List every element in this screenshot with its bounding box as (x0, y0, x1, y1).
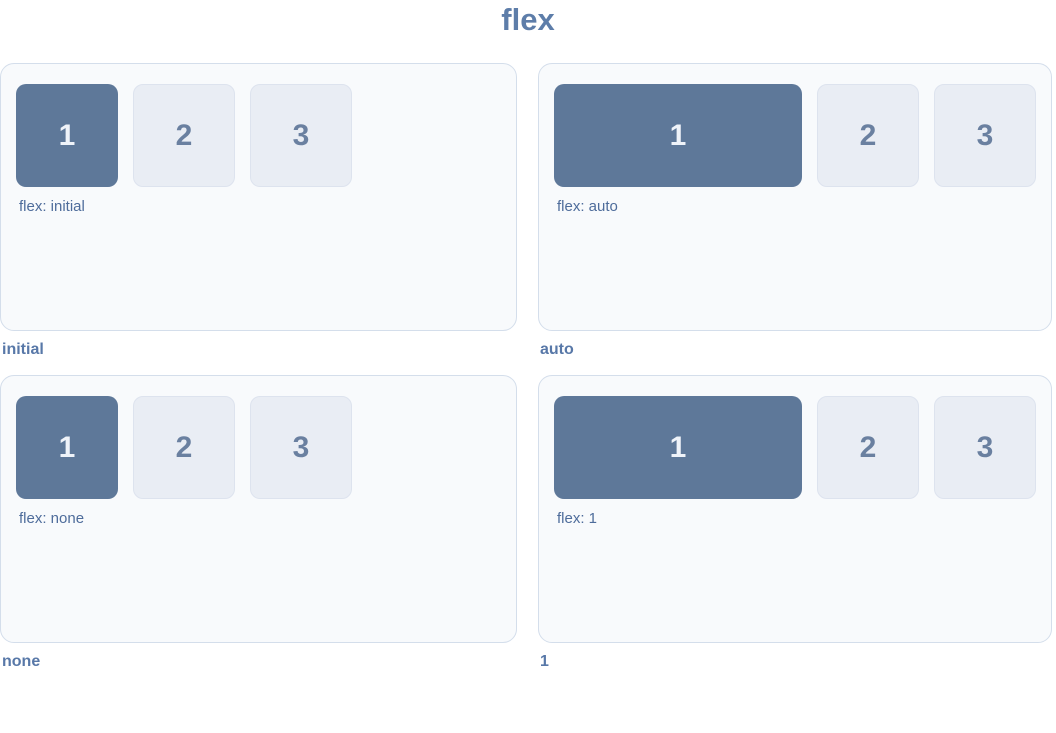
demo-cell-auto: 1 2 3 flex: auto auto (538, 63, 1052, 375)
demo-panel-none: 1 2 3 flex: none (0, 375, 517, 643)
page-title: flex (501, 2, 555, 37)
flex-item-3: 3 (934, 396, 1036, 499)
flex-property-label: flex: none (19, 510, 85, 527)
flex-row: 1 2 3 (16, 396, 501, 499)
flex-property-label: flex: 1 (557, 510, 598, 527)
flex-item-3: 3 (250, 396, 352, 499)
demo-panel-auto: 1 2 3 flex: auto (538, 63, 1052, 331)
demo-cell-none: 1 2 3 flex: none none (0, 375, 517, 687)
flex-item-1: 1 (554, 84, 802, 187)
demo-panel-initial: 1 2 3 flex: initial (0, 63, 517, 331)
flex-item-1: 1 (16, 396, 118, 499)
flex-item-1: 1 (554, 396, 802, 499)
demo-cell-initial: 1 2 3 flex: initial initial (0, 63, 517, 375)
flex-item-2: 2 (817, 84, 919, 187)
demo-cell-1: 1 2 3 flex: 1 1 (538, 375, 1052, 687)
flex-row: 1 2 3 (554, 84, 1036, 187)
panel-caption: none (2, 653, 41, 670)
panel-caption: auto (540, 341, 574, 358)
flex-item-2: 2 (133, 84, 235, 187)
flex-item-2: 2 (133, 396, 235, 499)
panel-caption: 1 (540, 653, 549, 670)
flex-property-label: flex: auto (557, 198, 618, 215)
flex-item-2: 2 (817, 396, 919, 499)
flex-row: 1 2 3 (16, 84, 501, 187)
flex-item-3: 3 (250, 84, 352, 187)
panel-caption: initial (2, 341, 44, 358)
demo-grid: 1 2 3 flex: initial initial 1 2 3 flex: … (0, 63, 1056, 687)
flex-row: 1 2 3 (554, 396, 1036, 499)
flex-property-label: flex: initial (19, 198, 85, 215)
flex-item-3: 3 (934, 84, 1036, 187)
flex-item-1: 1 (16, 84, 118, 187)
demo-panel-1: 1 2 3 flex: 1 (538, 375, 1052, 643)
